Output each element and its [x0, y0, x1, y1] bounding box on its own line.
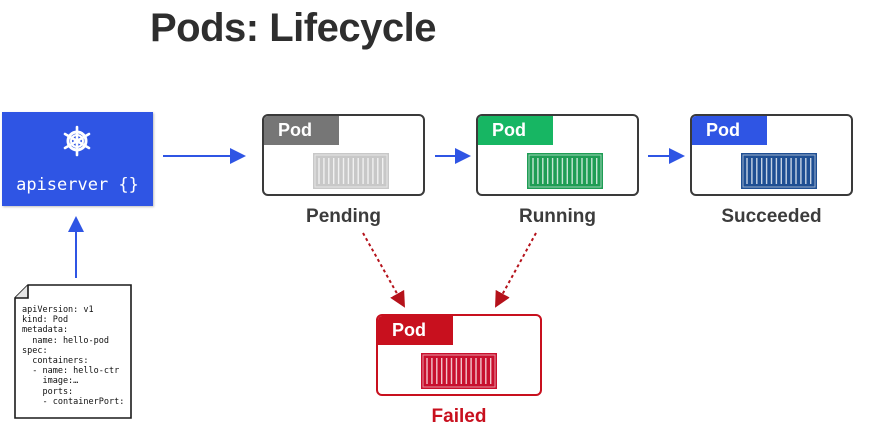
manifest-document: [14, 284, 132, 419]
pod-failed-tag: Pod: [378, 316, 453, 345]
arrow-running-to-failed: [495, 232, 537, 308]
container-icon: [741, 153, 817, 189]
state-pending: Pending: [306, 206, 381, 227]
container-icon: [527, 153, 603, 189]
pod-running-tag: Pod: [478, 116, 553, 145]
state-running: Running: [518, 206, 597, 227]
container-icon: [313, 153, 389, 189]
apiserver-label: apiserver {}: [16, 175, 139, 195]
state-succeeded: Succeeded: [721, 206, 822, 227]
kubernetes-wheel-icon: [63, 125, 91, 157]
pod-pending-tag: Pod: [264, 116, 339, 145]
container-icon: [421, 353, 497, 389]
state-failed: Failed: [431, 406, 487, 427]
page-title: Pods: Lifecycle: [150, 6, 436, 50]
pod-running-card: Pod: [476, 114, 639, 196]
pod-pending-card: Pod: [262, 114, 425, 196]
apiserver-box: apiserver {}: [2, 112, 153, 206]
pod-succeeded-card: Pod: [690, 114, 853, 196]
arrow-pending-to-failed: [362, 232, 405, 308]
pod-failed-card: Pod: [376, 314, 542, 396]
manifest-yaml: apiVersion: v1 kind: Pod metadata: name:…: [22, 305, 125, 407]
pod-succeeded-tag: Pod: [692, 116, 767, 145]
